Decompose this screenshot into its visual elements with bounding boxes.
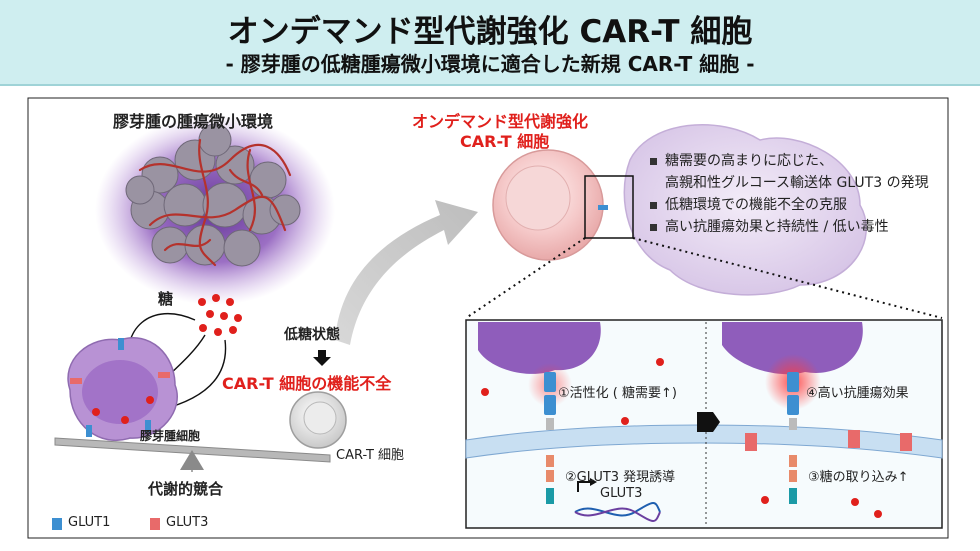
content-border — [27, 97, 949, 539]
page-subtitle: - 膠芽腫の低糖腫瘍微小環境に適合した新規 CAR-T 細胞 - — [225, 52, 755, 76]
header-banner — [0, 0, 980, 86]
sugar-dots — [198, 294, 242, 336]
mechanism-inset — [465, 319, 943, 529]
step3-label: ③糖の取り込み↑ — [808, 470, 909, 485]
glioma-cell — [67, 337, 178, 442]
benefit-item: 糖需要の高まりに応じた、 — [650, 150, 929, 172]
step2-label: ②GLUT3 発現誘導 — [565, 470, 676, 485]
enhanced-cell-title-line2: CAR-T 細胞 — [460, 132, 550, 151]
benefit-item: 低糖環境での機能不全の克服 — [650, 194, 929, 216]
zoom-line-right — [632, 237, 943, 319]
glioma-cell-label: 膠芽腫細胞 — [140, 429, 201, 443]
sugar-label: 糖 — [158, 290, 174, 308]
down-arrow — [313, 350, 331, 366]
enhanced-cart-cell — [492, 149, 608, 261]
cart-cell-label: CAR-T 細胞 — [336, 448, 405, 463]
tumor-microenvironment-illustration — [95, 115, 335, 305]
step1-label: ①活性化 ( 糖需要↑) — [558, 386, 677, 401]
glut3-legend-label: GLUT3 — [166, 515, 209, 530]
competition-label: 代謝的競合 — [148, 480, 224, 498]
tumor-cell-right — [623, 124, 867, 296]
benefit-list: 糖需要の高まりに応じた、 高親和性グルコース輸送体 GLUT3 の発現 低糖環境… — [650, 150, 929, 238]
benefit-item: 高親和性グルコース輸送体 GLUT3 の発現 — [665, 175, 929, 191]
dysfunction-label: CAR-T 細胞の機能不全 — [222, 374, 392, 393]
metabolic-competition-seesaw — [54, 437, 331, 472]
glut1-legend-icon — [52, 518, 62, 530]
transition-arrow — [335, 200, 478, 345]
page-title: オンデマンド型代謝強化 CAR-T 細胞 — [227, 14, 753, 50]
gene-label: GLUT3 — [600, 486, 643, 501]
glut1-legend-label: GLUT1 — [68, 515, 111, 530]
cart-cell-small — [289, 391, 347, 449]
enhanced-cell-title-line1: オンデマンド型代謝強化 — [412, 112, 589, 131]
low-sugar-label: 低糖状態 — [284, 327, 340, 343]
step4-label: ④高い抗腫瘍効果 — [806, 386, 909, 401]
benefit-item: 高い抗腫瘍効果と持続性 / 低い毒性 — [650, 216, 929, 238]
tme-label: 膠芽腫の腫瘍微小環境 — [113, 112, 274, 131]
glut3-legend-icon — [150, 518, 160, 530]
zoom-box — [584, 175, 634, 239]
